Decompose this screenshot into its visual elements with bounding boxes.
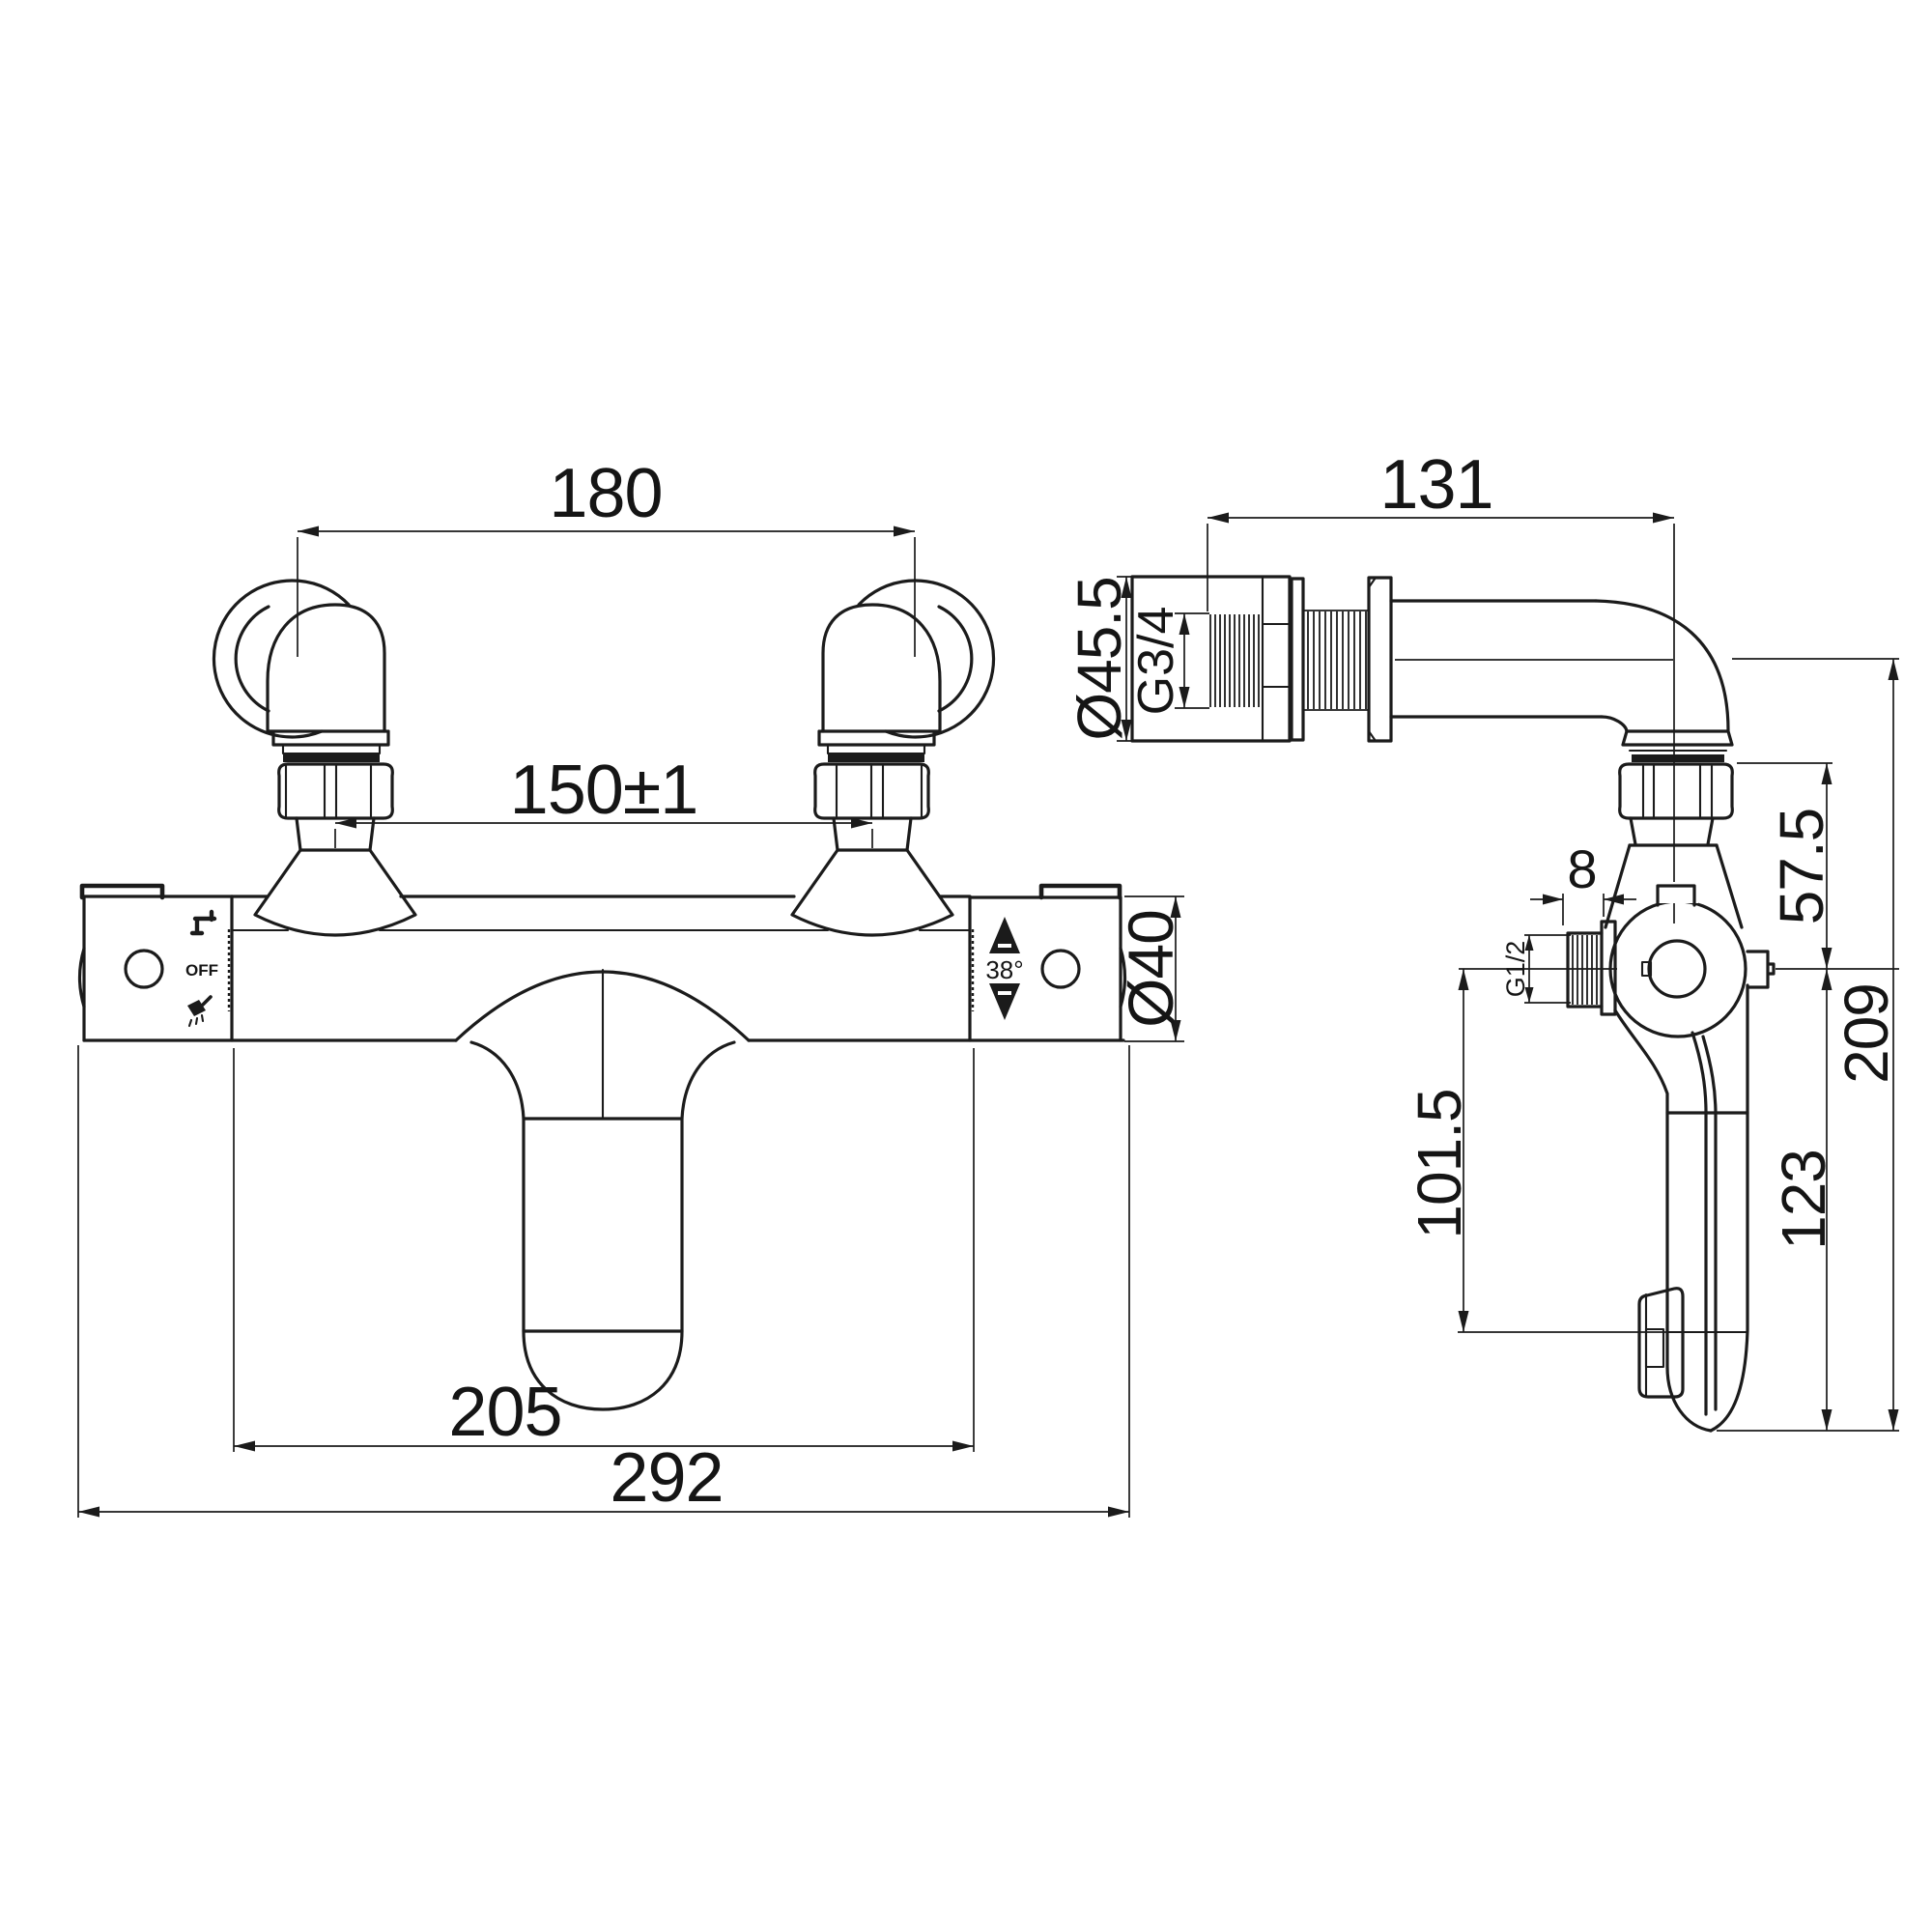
dim-8-label: 8 <box>1567 838 1597 899</box>
off-label: OFF <box>185 961 218 980</box>
dim-flange-diameter: Ø45.5 <box>1065 576 1138 742</box>
side-view: 131 Ø45.5 G3/4 8 G1/2 <box>1065 446 1901 1433</box>
dim-205: 205 <box>233 1048 975 1452</box>
dim-d40-label: Ø40 <box>1115 910 1186 1028</box>
dim-101-5: 101.5 <box>1405 969 1667 1333</box>
dim-575-label: 57.5 <box>1767 809 1836 925</box>
thread-lines-inner <box>1209 614 1260 707</box>
dim-1015-label: 101.5 <box>1405 1089 1474 1238</box>
dim-body-diameter: Ø40 <box>1115 895 1186 1042</box>
front-right-knob: 38° <box>968 883 1127 1042</box>
front-right-union <box>790 579 996 937</box>
left-knob-button <box>124 949 164 989</box>
thread-lines-outer <box>1307 611 1367 709</box>
right-knob-lever-tab <box>1038 883 1122 900</box>
diverter-knob <box>1637 1287 1685 1399</box>
dim-123: 123 <box>1769 969 1838 1431</box>
dim-180: 180 <box>297 455 916 657</box>
dim-131: 131 <box>1207 446 1674 611</box>
dim-g12-label: G1/2 <box>1501 941 1530 998</box>
side-spout <box>1613 983 1749 1433</box>
dim-292: 292 <box>77 1045 1130 1518</box>
dim-209-label: 209 <box>1832 983 1901 1084</box>
dim-8: 8 <box>1530 838 1636 925</box>
side-right-tab <box>1746 950 1776 989</box>
dim-205-label: 205 <box>448 1374 561 1451</box>
side-pipe-elbow <box>1389 524 1744 929</box>
dim-g34-label: G3/4 <box>1128 607 1184 716</box>
right-knob-button <box>1040 949 1081 989</box>
side-wall-union <box>1130 575 1393 743</box>
front-view: OFF 38° <box>77 455 1186 1518</box>
temp-down-icon <box>989 983 1020 1020</box>
dim-g34: G3/4 <box>1128 607 1209 716</box>
temp-38-label: 38° <box>985 955 1023 984</box>
dim-57-5: 57.5 <box>1737 762 1899 970</box>
stub-thread-lines <box>1572 935 1598 1005</box>
dim-180-label: 180 <box>549 455 662 532</box>
side-dimensions: 131 Ø45.5 G3/4 8 G1/2 <box>1065 446 1901 1432</box>
dim-292-label: 292 <box>610 1439 723 1517</box>
front-left-union <box>212 579 417 937</box>
left-knob-lever-tab <box>79 883 165 900</box>
dim-209: 209 <box>1717 658 1901 1432</box>
front-left-knob: OFF <box>77 883 234 1042</box>
dim-150-label: 150±1 <box>510 752 698 829</box>
shower-outlet-stub <box>1566 931 1604 1009</box>
front-body <box>82 895 1125 1042</box>
front-dimensions: 180 150±1 205 292 Ø40 <box>77 455 1186 1518</box>
temp-up-icon <box>989 917 1020 953</box>
shower-icon <box>187 995 213 1028</box>
dim-131-label: 131 <box>1379 446 1492 524</box>
dim-123-label: 123 <box>1769 1150 1838 1250</box>
side-valve-body <box>1459 882 1776 1038</box>
dim-150: 150±1 <box>334 752 873 848</box>
dim-d455-label: Ø45.5 <box>1065 577 1134 740</box>
tap-icon <box>189 909 217 936</box>
front-spout <box>454 968 751 1411</box>
dim-g12: G1/2 <box>1501 934 1571 1004</box>
